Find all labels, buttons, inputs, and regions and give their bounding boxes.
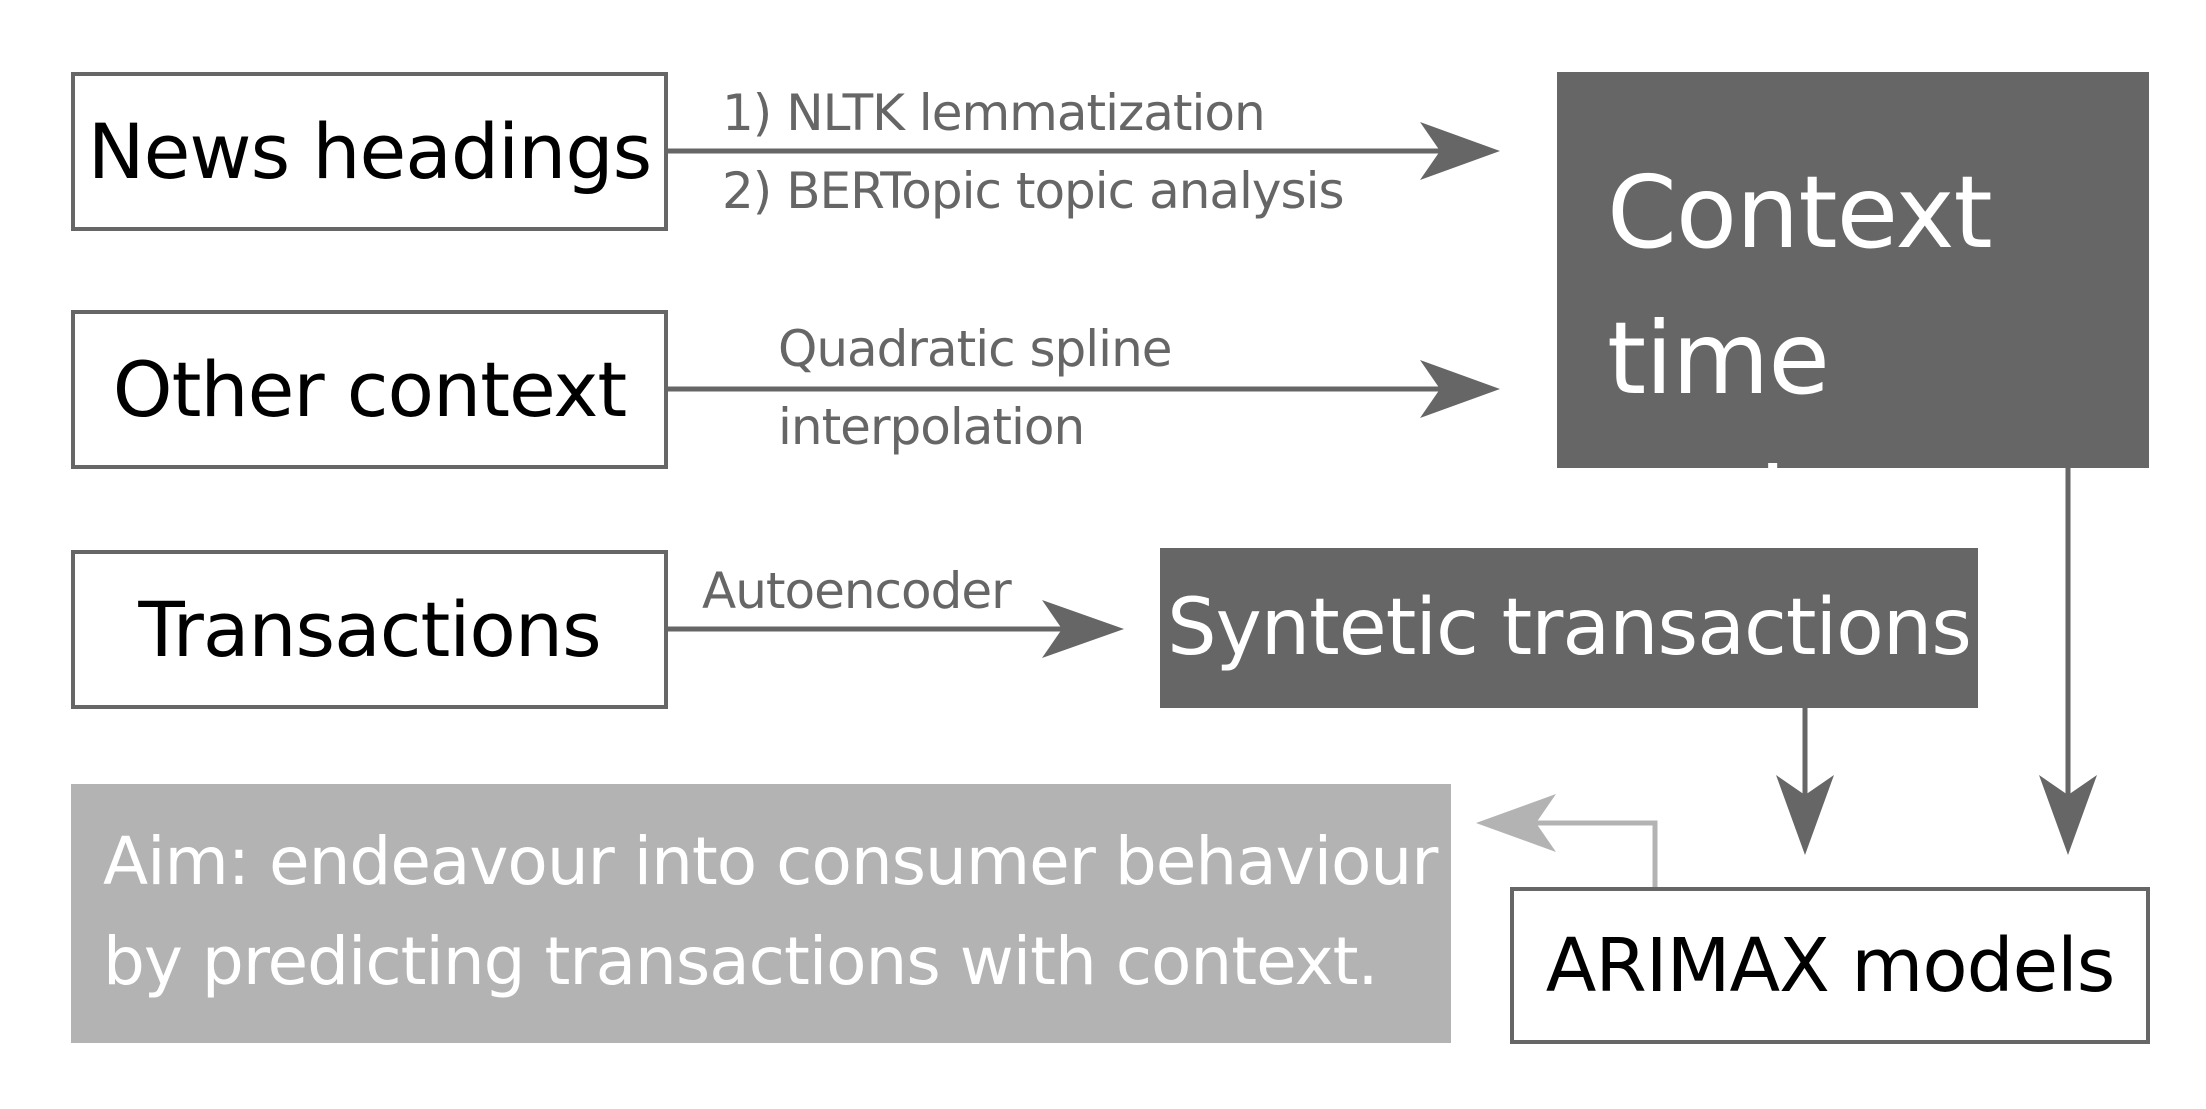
transactions-node: Transactions	[71, 550, 668, 709]
news-edge-label: 1) NLTK lemmatization 2) BERTopic topic …	[722, 84, 1345, 220]
arrow-transactions-to-syntetic	[668, 600, 1124, 658]
context-time-series-node: Context time series	[1557, 72, 2149, 563]
transactions-edge-label: Autoencoder	[702, 562, 1012, 620]
other-context-label: Other context	[112, 345, 627, 434]
arrow-arimax-to-aim	[1476, 794, 1658, 887]
arrow-context-to-arimax	[2039, 468, 2097, 855]
arrow-other-to-context	[668, 360, 1500, 418]
arimax-models-node: ARIMAX models	[1510, 887, 2150, 1044]
other-context-node: Other context	[71, 310, 668, 469]
arrow-syntetic-to-arimax	[1776, 708, 1834, 855]
arimax-models-label: ARIMAX models	[1545, 922, 2116, 1009]
news-headings-label: News headings	[87, 107, 652, 196]
syntetic-transactions-node: Syntetic transactions	[1160, 548, 1978, 708]
other-edge-label: Quadratic spline interpolation	[778, 320, 1173, 456]
transactions-label: Transactions	[138, 585, 601, 674]
news-headings-node: News headings	[71, 72, 668, 231]
aim-label: Aim: endeavour into consumer behaviour b…	[103, 823, 1438, 1000]
syntetic-transactions-label: Syntetic transactions	[1167, 583, 1972, 673]
context-time-series-label: Context time series	[1607, 154, 1993, 563]
arrow-news-to-context	[668, 122, 1500, 180]
aim-node: Aim: endeavour into consumer behaviour b…	[71, 784, 1451, 1043]
